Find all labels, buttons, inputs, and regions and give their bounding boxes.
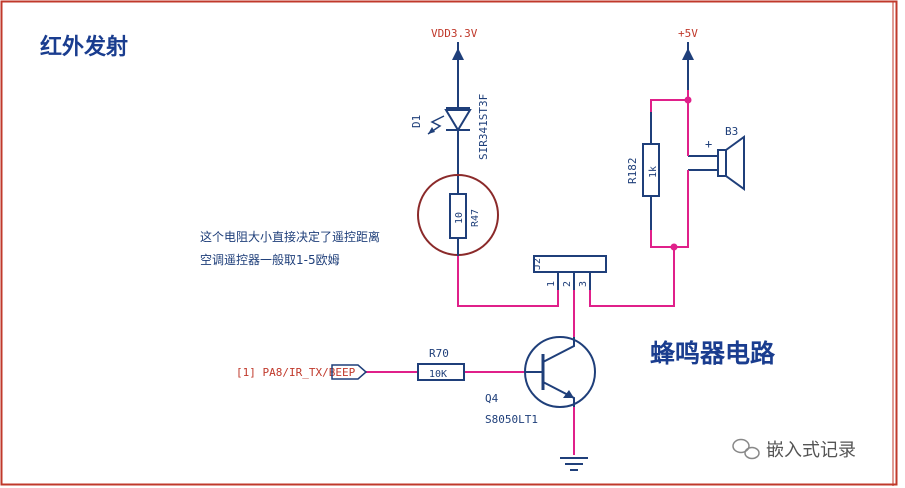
r70-ref: R70 bbox=[429, 347, 449, 360]
watermark-text: 嵌入式记录 bbox=[766, 440, 856, 461]
vdd-label: VDD3.3V bbox=[431, 27, 478, 40]
q4-ref: Q4 bbox=[485, 392, 499, 405]
j2-header: J2 1 2 3 bbox=[532, 255, 607, 290]
junction-dots bbox=[670, 96, 692, 251]
net-label-text: [1] PA8/IR_TX/BEEP bbox=[236, 366, 356, 379]
r47-resistor: 10 R47 bbox=[417, 174, 499, 256]
r182-ref: R182 bbox=[626, 158, 639, 185]
v5-label: +5V bbox=[678, 27, 698, 40]
j2-pin-3: 3 bbox=[578, 281, 589, 287]
b3-ref: B3 bbox=[725, 125, 738, 138]
annotation-line-1: 这个电阻大小直接决定了遥控距离 bbox=[200, 229, 380, 244]
d1-ir-led: D1 SIR341ST3F bbox=[410, 94, 490, 176]
ir-section-title: 红外发射 bbox=[40, 34, 128, 60]
r182-value: 1k bbox=[648, 166, 659, 178]
vdd-power-symbol: VDD3.3V bbox=[431, 27, 478, 108]
j2-ref: J2 bbox=[532, 258, 543, 270]
b3-buzzer: B3 + bbox=[688, 125, 745, 191]
d1-ref: D1 bbox=[410, 115, 423, 128]
ground-symbol bbox=[560, 457, 588, 471]
r47-value: 10 bbox=[454, 212, 465, 224]
b3-plus: + bbox=[705, 137, 712, 151]
net-label-pa8: [1] PA8/IR_TX/BEEP bbox=[236, 364, 368, 380]
r70-resistor: R70 10K bbox=[417, 347, 465, 381]
v5-power-symbol: +5V bbox=[678, 27, 698, 90]
d1-value: SIR341ST3F bbox=[477, 94, 490, 160]
q4-value: S8050LT1 bbox=[485, 413, 538, 426]
r182-resistor: 1k R182 bbox=[626, 112, 660, 230]
buzzer-section-title: 蜂鸣器电路 bbox=[650, 339, 776, 368]
wires bbox=[365, 90, 689, 455]
j2-pin-2: 2 bbox=[562, 281, 573, 287]
r47-ref: R47 bbox=[470, 209, 481, 227]
r70-value: 10K bbox=[429, 369, 447, 380]
wechat-icon bbox=[732, 438, 760, 460]
q4-transistor: Q4 S8050LT1 bbox=[485, 336, 596, 426]
j2-pin-1: 1 bbox=[546, 281, 557, 287]
annotation-line-2: 空调遥控器一般取1-5欧姆 bbox=[200, 252, 340, 267]
watermark: 嵌入式记录 bbox=[732, 438, 856, 461]
